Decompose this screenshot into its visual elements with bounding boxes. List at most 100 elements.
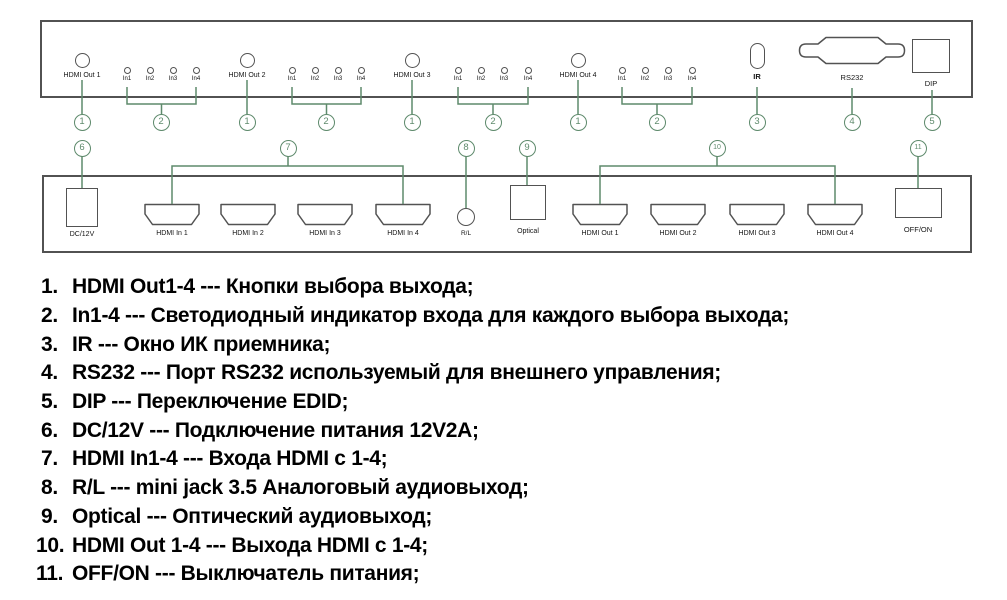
callout-2-leds3: 2 xyxy=(484,113,502,131)
legend-item-11-text: OFF/ON --- Выключатель питания; xyxy=(72,562,420,586)
led-group2-in4 xyxy=(357,66,365,74)
hdmi-in-3-label: HDMI In 3 xyxy=(309,230,341,237)
led-group4-in4-label: In4 xyxy=(687,76,697,82)
hdmi-in-4-label: HDMI In 4 xyxy=(387,230,419,237)
hdmi-out-1-button-label: HDMI Out 1 xyxy=(63,72,101,79)
dc-power-jack xyxy=(66,188,98,227)
hdmi-out-3-label: HDMI Out 3 xyxy=(738,230,776,237)
led-group1-in2-label: In2 xyxy=(145,76,155,82)
led-group1-in3-label: In3 xyxy=(168,76,178,82)
legend-item-6-number: 6. xyxy=(41,418,58,442)
led-group2-in2-label: In2 xyxy=(310,76,320,82)
led-group3-in3 xyxy=(500,66,508,74)
legend-item-4-number: 4. xyxy=(41,361,58,385)
legend-item-5-text: DIP --- Переключение EDID; xyxy=(72,390,349,414)
led-group1-in4-label: In4 xyxy=(191,76,201,82)
legend-item-5-number: 5. xyxy=(41,390,58,414)
legend-item-6-text: DC/12V --- Подключение питания 12V2A; xyxy=(72,418,479,442)
callout-2-leds2: 2 xyxy=(317,113,335,131)
led-group4-in4 xyxy=(688,66,696,74)
callout-1-out2: 1 xyxy=(238,113,256,131)
dip-label: DIP xyxy=(924,79,938,88)
callout-1-out3: 1 xyxy=(403,113,421,131)
led-group2-in3-label: In3 xyxy=(333,76,343,82)
legend-item-9-text: Optical --- Оптический аудиовыход; xyxy=(72,504,433,528)
ir-label: IR xyxy=(753,71,761,81)
led-group3-in1 xyxy=(454,66,462,74)
callout-6-dc: 6 xyxy=(73,139,91,157)
power-switch xyxy=(895,188,942,218)
legend-item-1: 1. HDMI Out1-4 --- Кнопки выбора выхода; xyxy=(30,273,1005,302)
led-group3-in2-label: In2 xyxy=(476,76,486,82)
led-group4-in1-label: In1 xyxy=(617,76,627,82)
legend-item-1-number: 1. xyxy=(41,275,58,299)
hdmi-out-4-button xyxy=(570,53,586,68)
led-group3-in3-label: In3 xyxy=(499,76,509,82)
legend-item-10-number: 10. xyxy=(36,533,65,557)
led-group4-in1 xyxy=(618,66,626,74)
legend-item-11-number: 11. xyxy=(36,562,64,586)
callout-4-rs232: 4 xyxy=(843,113,861,131)
optical-audio-label: Optical xyxy=(517,227,539,235)
legend-item-10: 10. HDMI Out 1-4 --- Выхода HDMI с 1-4; xyxy=(30,531,1005,560)
legend-item-7-number: 7. xyxy=(41,447,58,471)
legend-item-3-text: IR --- Окно ИК приемника; xyxy=(72,332,331,356)
led-group1-in2 xyxy=(146,66,154,74)
legend-item-3-number: 3. xyxy=(41,332,58,356)
dip-switch xyxy=(912,39,950,73)
hdmi-out-2-button-label: HDMI Out 2 xyxy=(228,72,266,79)
legend-item-3: 3. IR --- Окно ИК приемника; xyxy=(30,330,1005,359)
hdmi-out-2-button xyxy=(239,53,255,68)
legend-item-5: 5. DIP --- Переключение EDID; xyxy=(30,388,1005,417)
dc-power-label: DC/12V xyxy=(69,230,95,238)
rl-audio-label: R/L xyxy=(460,230,472,237)
hdmi-out-1-label: HDMI Out 1 xyxy=(581,230,619,237)
led-group4-in2 xyxy=(641,66,649,74)
legend-item-1-text: HDMI Out1-4 --- Кнопки выбора выхода; xyxy=(72,275,474,299)
legend-item-9-number: 9. xyxy=(41,504,58,528)
callout-3-ir: 3 xyxy=(748,113,766,131)
legend-item-4-text: RS232 --- Порт RS232 используемый для вн… xyxy=(72,361,721,385)
callout-10-hdmi-out: 10 xyxy=(708,139,726,157)
hdmi-out-3-button xyxy=(404,53,420,68)
legend-item-6: 6. DC/12V --- Подключение питания 12V2A; xyxy=(30,416,1005,445)
led-group2-in3 xyxy=(334,66,342,74)
led-group3-in4-label: In4 xyxy=(523,76,533,82)
legend-list: 1.HDMI Out1-4 --- Кнопки выбора выхода; … xyxy=(30,273,1005,589)
callout-2-leds1: 2 xyxy=(152,113,170,131)
led-group2-in1 xyxy=(288,66,296,74)
led-group1-in1 xyxy=(123,66,131,74)
callout-11-power: 11 xyxy=(909,139,927,157)
legend-item-2-number: 2. xyxy=(41,304,58,328)
power-switch-label: OFF/ON xyxy=(903,225,933,234)
callout-1-out4: 1 xyxy=(569,113,587,131)
callout-5-dip: 5 xyxy=(923,113,941,131)
led-group3-in2 xyxy=(477,66,485,74)
legend-item-8: 8.R/L --- mini jack 3.5 Аналоговый аудио… xyxy=(30,474,1005,503)
legend-item-10-text: HDMI Out 1-4 --- Выхода HDMI с 1-4; xyxy=(72,533,428,557)
led-group4-in2-label: In2 xyxy=(640,76,650,82)
led-group3-in1-label: In1 xyxy=(453,76,463,82)
led-group1-in4 xyxy=(192,66,200,74)
led-group4-in3 xyxy=(664,66,672,74)
callout-7-hdmi-in: 7 xyxy=(279,139,297,157)
legend-item-11: 11. OFF/ON --- Выключатель питания; xyxy=(30,560,1005,589)
led-group1-in3 xyxy=(169,66,177,74)
legend-item-8-number: 8. xyxy=(41,476,58,500)
callout-2-leds4: 2 xyxy=(648,113,666,131)
rs232-label: RS232 xyxy=(840,73,864,82)
led-group2-in1-label: In1 xyxy=(287,76,297,82)
legend-item-4: 4. RS232 --- Порт RS232 используемый для … xyxy=(30,359,1005,388)
legend-item-7-text: HDMI In1-4 --- Входа HDMI с 1-4; xyxy=(72,447,388,471)
hdmi-out-1-button xyxy=(74,53,90,68)
hdmi-in-1-label: HDMI In 1 xyxy=(156,230,188,237)
callout-1-out1: 1 xyxy=(73,113,91,131)
hdmi-in-2-label: HDMI In 2 xyxy=(232,230,264,237)
callout-8-rl: 8 xyxy=(457,139,475,157)
legend-item-2: 2. In1-4 --- Светодиодный индикатор входа… xyxy=(30,302,1005,331)
led-group2-in2 xyxy=(311,66,319,74)
ir-window xyxy=(750,43,765,69)
led-group4-in3-label: In3 xyxy=(663,76,673,82)
legend-item-2-text: In1-4 --- Светодиодный индикатор входа д… xyxy=(72,304,790,328)
